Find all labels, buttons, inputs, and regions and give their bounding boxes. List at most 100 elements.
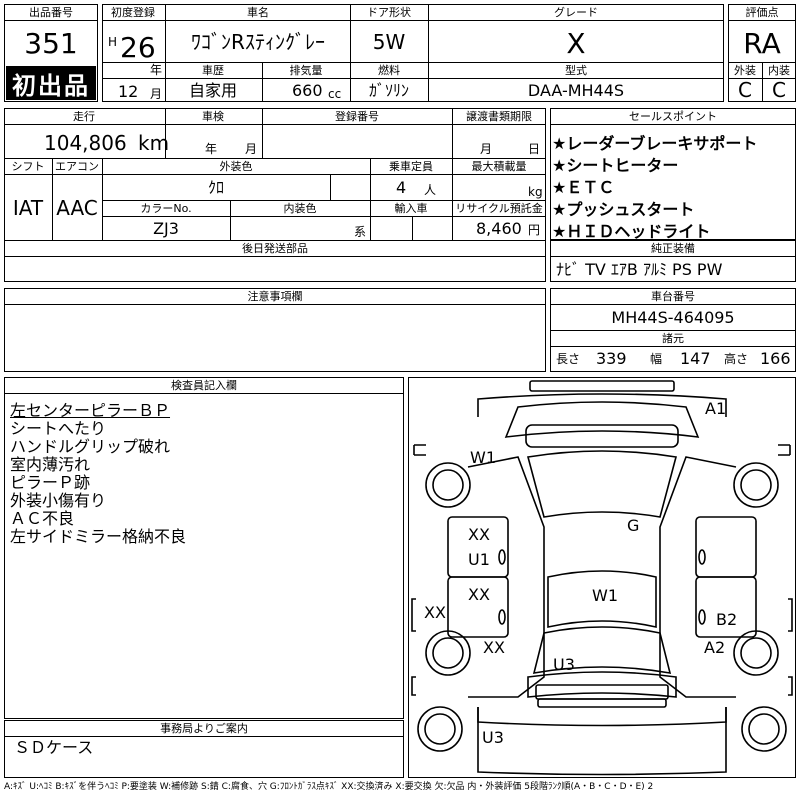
inspection-year-unit: 年 xyxy=(205,142,218,156)
height: 166 xyxy=(760,349,791,368)
car-diagram-box xyxy=(408,377,796,778)
width-label: 幅 xyxy=(650,352,663,366)
transfer-day-unit: 日 xyxy=(528,142,541,156)
later-parts-label: 後日発送部品 xyxy=(242,242,308,255)
inspector-note: ハンドルグリップ破れ xyxy=(10,437,171,456)
dimensions-label: 諸元 xyxy=(662,332,684,345)
model-code: DAA-MH44S xyxy=(527,81,625,100)
max-load-label: 最大積載量 xyxy=(471,160,527,173)
displacement-unit: cc xyxy=(328,87,342,101)
sales-point-item: ★レーダーブレーキサポート xyxy=(552,134,758,153)
exterior-grade: C xyxy=(738,78,752,102)
recycle-fee-label: リサイクル預託金 xyxy=(455,202,543,215)
chassis-number-label: 車台番号 xyxy=(651,290,695,303)
registration-number-label: 登録番号 xyxy=(335,110,379,123)
import-label: 輸入車 xyxy=(394,202,428,215)
length: 339 xyxy=(596,349,627,368)
inspector-note: 左サイドミラー格納不良 xyxy=(10,527,187,546)
registration-year: 26 xyxy=(120,31,156,64)
history-label: 車歴 xyxy=(202,64,224,77)
registration-month: 12 xyxy=(118,82,139,101)
equipment-list: ﾅﾋﾞ TV ｴｱB ｱﾙﾐ PS PW xyxy=(556,260,723,279)
inspector-note: ＡＣ不良 xyxy=(10,509,75,528)
inspector-note: ピラーＰ跡 xyxy=(10,473,91,492)
interior-color-label: 内装色 xyxy=(283,202,317,215)
interior-color-unit: 系 xyxy=(354,225,367,239)
fuel-label: 燃料 xyxy=(378,64,400,77)
interior-label: 内装 xyxy=(768,64,790,77)
notes-label: 注意事項欄 xyxy=(247,290,303,303)
month-unit: 月 xyxy=(150,87,163,101)
capacity-unit: 人 xyxy=(424,183,437,197)
sales-point-item: ★ＨＩＤヘッドライト xyxy=(552,222,711,241)
width: 147 xyxy=(680,349,711,368)
damage-mark: U3 xyxy=(482,728,504,747)
capacity: 4 xyxy=(396,178,407,197)
car-name: ﾜｺﾞﾝRｽﾃｨﾝｸﾞﾚｰ xyxy=(191,30,325,54)
equipment-box xyxy=(550,240,796,282)
inspector-box xyxy=(4,377,404,719)
notes-box xyxy=(4,288,546,372)
sales-point-item: ★シートヒーター xyxy=(552,156,679,175)
sales-point-item: ★プッシュスタート xyxy=(552,200,695,219)
score-label: 評価点 xyxy=(745,6,779,19)
displacement: 660 xyxy=(292,81,323,100)
inspection-month-unit: 月 xyxy=(245,142,258,156)
damage-mark: XX xyxy=(424,603,446,622)
office-notes-label: 事務局よりご案内 xyxy=(160,722,248,735)
damage-mark: B2 xyxy=(716,610,738,629)
mileage: 104,806 xyxy=(44,131,127,155)
office-box xyxy=(4,720,404,778)
overall-score: RA xyxy=(743,27,781,60)
recycle-fee-unit: 円 xyxy=(528,223,541,237)
inspector-note: 外装小傷有り xyxy=(10,491,107,510)
car-diagram xyxy=(411,380,793,776)
damage-mark: U3 xyxy=(553,655,575,674)
aircon-label: エアコン xyxy=(55,160,99,173)
lot-number-cell xyxy=(4,4,98,102)
inspector-note: シートへたり xyxy=(10,419,107,438)
era-label: H xyxy=(108,35,118,49)
car-name-label: 車名 xyxy=(247,6,269,19)
exterior-color: ｸﾛ xyxy=(207,178,225,197)
damage-mark: XX xyxy=(468,525,490,544)
inspector-note: 室内薄汚れ xyxy=(10,455,91,474)
office-note: ＳＤケース xyxy=(14,738,94,757)
transfer-month-unit: 月 xyxy=(480,142,493,156)
year-unit: 年 xyxy=(150,63,163,77)
sales-point-item: ★ＥＴＣ xyxy=(552,178,615,197)
lot-number-label: 出品番号 xyxy=(29,6,73,19)
height-label: 高さ xyxy=(724,352,749,366)
sales-points-label: セールスポイント xyxy=(629,110,717,123)
mileage-unit: km xyxy=(138,131,170,155)
exterior-color-label: 外装色 xyxy=(219,160,253,173)
header-box xyxy=(102,4,724,102)
damage-mark: XX xyxy=(468,585,490,604)
first-listing-badge: 初出品 xyxy=(6,66,96,100)
equipment-label: 純正装備 xyxy=(651,242,695,255)
door-shape: 5W xyxy=(372,30,406,54)
damage-mark: W1 xyxy=(592,586,618,605)
chassis-number: MH44S-464095 xyxy=(611,308,735,327)
inspector-notes-label: 検査員記入欄 xyxy=(171,379,237,392)
interior-grade: C xyxy=(772,78,786,102)
shift-label: シフト xyxy=(11,160,45,173)
recycle-fee: 8,460 xyxy=(476,219,522,238)
displacement-label: 排気量 xyxy=(289,64,323,77)
first-registration-label: 初度登録 xyxy=(111,6,155,19)
max-load-unit: kg xyxy=(528,185,543,199)
aircon: AAC xyxy=(56,196,98,220)
model-label: 型式 xyxy=(565,64,587,77)
damage-mark: G xyxy=(627,516,640,535)
damage-mark: U1 xyxy=(468,550,490,569)
mileage-label: 走行 xyxy=(73,110,95,123)
grade: X xyxy=(566,27,586,60)
inspection-label: 車検 xyxy=(202,110,224,123)
damage-mark: W1 xyxy=(470,448,496,467)
door-shape-label: ドア形状 xyxy=(367,6,411,19)
damage-legend: A:ｷｽﾞ U:ﾍｺﾐ B:ｷｽﾞを伴うﾍｺﾐ P:要塗装 W:補修跡 S:錆 … xyxy=(4,782,654,792)
color-number-label: カラーNo. xyxy=(140,202,192,215)
details-box xyxy=(4,108,546,282)
shift: IAT xyxy=(12,196,44,220)
history: 自家用 xyxy=(188,81,238,100)
